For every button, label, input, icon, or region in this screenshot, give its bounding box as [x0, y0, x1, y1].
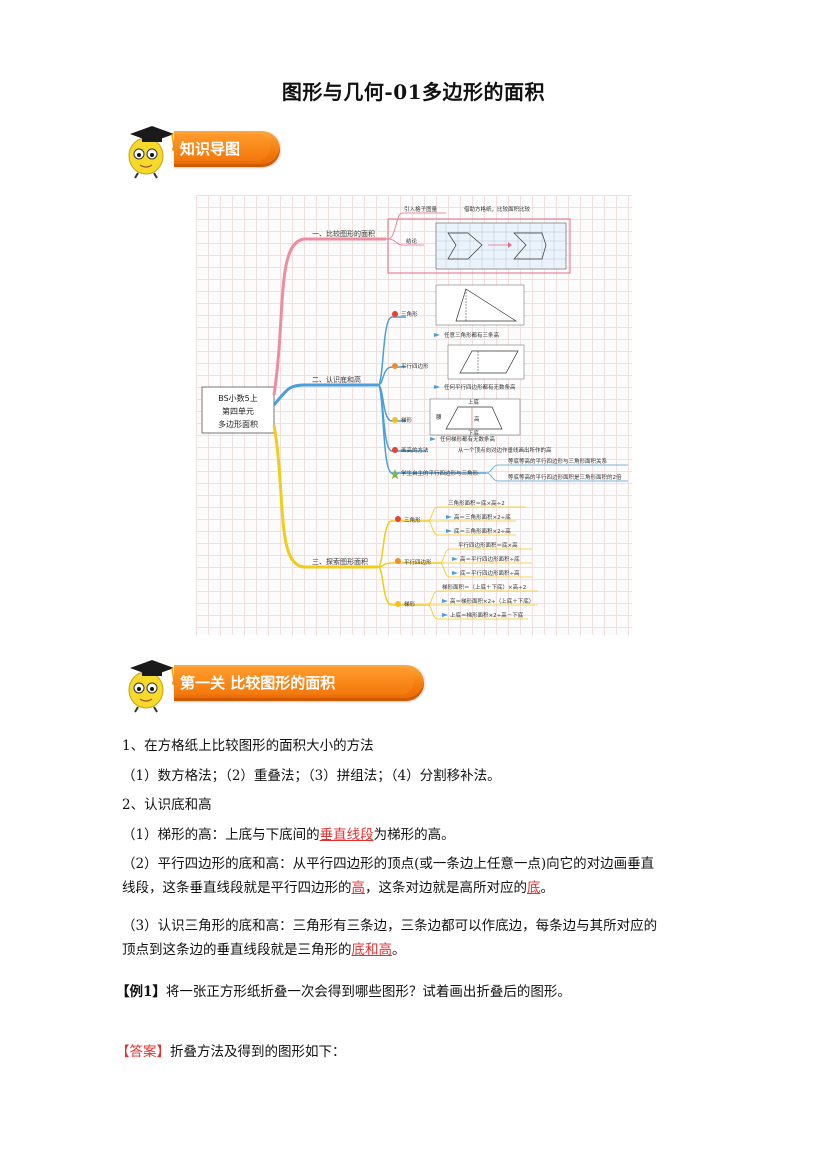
mm-b3-trap-height: 高＝梯形面积×2÷（上底＋下底） [450, 597, 534, 605]
mm-b2-trapezoid-note: 任何梯形都有无数条高 [440, 435, 496, 443]
text-run: 线段，这条垂直线段就是平行四边形的 [122, 880, 352, 896]
mm-b3-tri-height: 高＝三角形面积×2÷底 [454, 513, 511, 521]
scholar-mascot-icon [128, 126, 176, 179]
mm-b2-bottom-base: 下底 [468, 429, 480, 437]
document-title: 图形与几何-01多边形的面积 [281, 80, 546, 104]
mm-b2-trapezoid: 梯形 [401, 416, 413, 424]
banner-label: 第一关 比较图形的面积 [180, 674, 336, 692]
mm-b2-relation-2: 等底等高的平行四边形面积是三角形面积的2倍 [508, 473, 622, 481]
mm-b2-height: 高 [474, 415, 480, 423]
highlight-height: 高 [351, 880, 366, 896]
mm-b3-para-base: 底＝平行四边形面积÷高 [460, 569, 520, 577]
paragraph-parallelogram: （2）平行四边形的底和高：从平行四边形的顶点(或一条边上任意一点)向它的对边画垂… [122, 852, 707, 900]
mm-b2-top-base: 上底 [468, 398, 480, 406]
mm-b3-parallelogram: 平行四边形 [404, 558, 432, 566]
mm-b3-tri-formula: 三角形面积＝底×高÷2 [448, 499, 505, 507]
scholar-mascot-icon [128, 660, 176, 713]
mm-b3-trapezoid: 梯形 [404, 600, 416, 608]
heading-base-height: 2、认识底和高 [122, 797, 212, 813]
mm-b1-item-1: 引入格子图量 [404, 205, 438, 213]
example-text: 将一张正方形纸折叠一次会得到哪些图形？试着画出折叠后的图形。 [165, 984, 571, 1000]
section-banner-map: 知识导图 [124, 122, 284, 179]
text-run: （1）梯形的高：上底与下底间的 [122, 827, 320, 843]
mm-b2-draw-height: 画高的方法 [401, 446, 429, 454]
mm-b3-para-formula: 平行四边形面积＝底×高 [458, 541, 518, 549]
highlight-perpendicular: 垂直线段 [319, 827, 374, 843]
mm-b2-parallelogram-note: 任何平行四边形都有无数条高 [444, 383, 516, 391]
mm-branch1-label: 一、比较图形的面积 [312, 229, 375, 238]
mm-b1-item-2: 借助方格纸，比较面积比较 [464, 205, 531, 213]
mm-b2-relation-1: 等底等高的平行四边形与三角形面积关系 [508, 457, 608, 465]
text-run: （2）平行四边形的底和高：从平行四边形的顶点(或一条边上任意一点)向它的对边画垂… [122, 856, 655, 872]
text-run: 。 [392, 942, 406, 958]
highlight-base-and-height: 底和高 [351, 942, 393, 958]
mm-b2-parallelogram: 平行四边形 [401, 362, 429, 370]
knowledge-mindmap: BS小数5上 第四单元 多边形面积 一、比较图形的面积 引入格子图量 借助方格纸… [196, 195, 632, 635]
paragraph-triangle: （3）认识三角形的底和高：三角形有三条边，三条边都可以作底边，每条边与其所对应的… [122, 914, 707, 962]
mm-b2-leg: 腰 [436, 414, 442, 421]
paragraph-trapezoid-height: （1）梯形的高：上底与下底间的垂直线段为梯形的高。 [122, 823, 707, 847]
mm-root-line-3: 多边形面积 [218, 419, 258, 429]
mm-b2-draw-height-note: 从一个顶点向对边作垂线画出所作的高 [458, 446, 552, 454]
answer-tag: 【答案】 [116, 1044, 170, 1060]
mm-branch3-label: 三、探索图形面积 [312, 557, 368, 566]
text-run: 顶点到这条边的垂直线段就是三角形的 [122, 942, 352, 958]
answer-1: 【答案】折叠方法及得到的图形如下： [116, 1040, 701, 1064]
mm-b3-trap-formula: 梯形面积＝（上底＋下底）×高÷2 [442, 583, 526, 591]
mm-root-line-2: 第四单元 [222, 406, 254, 416]
answer-text: 折叠方法及得到的图形如下： [170, 1044, 346, 1060]
mm-b2-triangle-note: 任意三角形都有三条高 [444, 331, 500, 339]
section-banner-pass1: 第一关 比较图形的面积 [124, 656, 424, 713]
text-run: （3）认识三角形的底和高：三角形有三条边，三条边都可以作底边，每条边与其所对应的 [122, 918, 658, 934]
banner-label: 知识导图 [180, 140, 241, 158]
mm-b3-tri-base: 底＝三角形面积×2÷高 [454, 527, 511, 535]
mm-b2-self-study: 学生自主的平行四边形与三角形 [401, 469, 479, 477]
paragraph-methods: （1）数方格法；（2）重叠法；（3）拼组法；（4）分割移补法。 [122, 768, 501, 784]
highlight-base: 底 [527, 880, 541, 896]
heading-compare-methods: 1、在方格纸上比较图形的面积大小的方法 [122, 738, 374, 754]
mm-b1-item-3: 结论 [406, 237, 418, 245]
text-run: 为梯形的高。 [373, 827, 455, 843]
mm-root-line-1: BS小数5上 [218, 393, 258, 403]
text-run: 。 [540, 880, 555, 896]
mm-b3-para-height: 高＝平行四边形面积÷底 [460, 555, 520, 563]
mm-b3-trap-top: 上底＝梯形面积×2÷高－下底 [450, 611, 524, 619]
example-tag: 【例1】 [116, 984, 166, 1000]
mm-branch2-label: 二、认识底和高 [312, 375, 361, 384]
example-1: 【例1】将一张正方形纸折叠一次会得到哪些图形？试着画出折叠后的图形。 [116, 980, 701, 1004]
mm-b2-triangle: 三角形 [401, 310, 418, 318]
mm-b3-triangle: 三角形 [404, 516, 421, 524]
text-run: ，这条对边就是高所对应的 [365, 880, 527, 896]
